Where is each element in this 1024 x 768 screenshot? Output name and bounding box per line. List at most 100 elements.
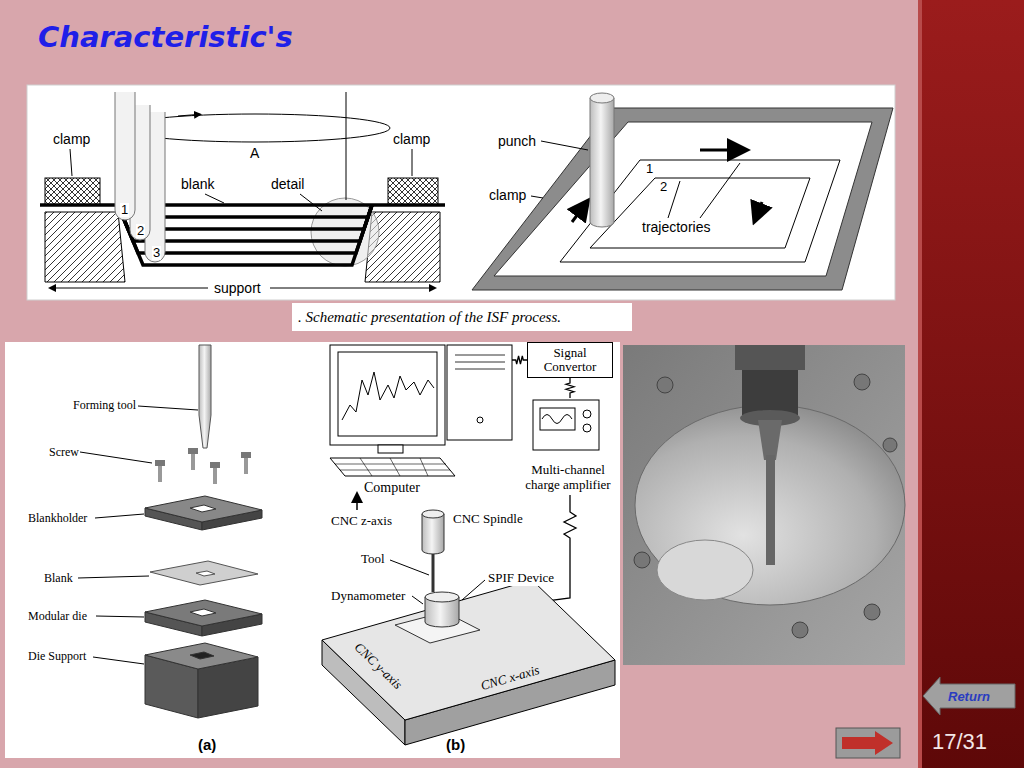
figure-panel (5, 342, 620, 758)
monitor-screen (338, 352, 437, 436)
cnc-table (322, 580, 615, 745)
punch-top (590, 93, 614, 103)
part-label: Blankholder (27, 511, 88, 526)
clamp-frame (472, 108, 893, 290)
spindle-holder (742, 370, 798, 415)
node-text: Multi-channel charge amplifier (517, 462, 619, 492)
force-graph (342, 372, 434, 420)
node-text: Signal Convertor (532, 346, 608, 374)
cone-bottom (657, 540, 753, 600)
part-label: (b) (445, 736, 466, 753)
figure-caption: . Schematic presentation of the ISF proc… (292, 303, 632, 331)
next-button (836, 728, 900, 758)
computer-unit: Computer (328, 342, 512, 500)
part-label: 2 (136, 224, 145, 238)
part-label: Dynamometer (330, 588, 406, 604)
part-label: (a) (197, 736, 217, 753)
part-label: Modular die (27, 609, 88, 624)
amplifier-screen (540, 408, 575, 430)
blank-sheet (150, 561, 258, 585)
leader-lines (78, 406, 198, 664)
part-label: Tool (360, 551, 386, 567)
part-label: Screw (48, 445, 80, 460)
side-band (918, 0, 1024, 768)
die-support (145, 643, 258, 718)
part-label: CNC z-axis (330, 513, 393, 529)
isf-schematic (27, 85, 895, 300)
return-button: Return (922, 676, 1016, 716)
signal-convertor-box: Signal Convertor (527, 342, 613, 378)
fixture-bolts (634, 374, 897, 638)
amplifier-knob (583, 424, 591, 432)
part-label: Forming tool (72, 398, 137, 413)
part-label: blank (180, 176, 215, 192)
node-text: Computer (364, 480, 420, 496)
punch-tool (590, 98, 614, 227)
formed-cone (635, 405, 905, 605)
button-arrow (923, 677, 1015, 715)
slide-title: Characteristic's (38, 20, 293, 54)
part-label: 1 (645, 162, 654, 176)
blank-sheet (40, 205, 445, 265)
computer-tower (447, 345, 512, 440)
support-block (45, 212, 125, 282)
dynamometer-top (425, 592, 459, 602)
part-label: support (213, 280, 262, 296)
keyboard-keys (335, 458, 450, 476)
clamp-block (388, 178, 438, 205)
part-label: 17/31 (932, 729, 987, 755)
part-label: clamp (392, 131, 431, 147)
tool-position (115, 92, 135, 220)
drive-bays (455, 355, 505, 369)
signal-wire (512, 356, 527, 364)
spindle-chuck (735, 345, 805, 370)
tool-axis (346, 92, 347, 200)
leader-lines (50, 149, 435, 288)
modular-die (145, 600, 262, 636)
tool-collet (758, 420, 782, 460)
z-axis-arrow (356, 494, 358, 510)
part-label: SPIF Device (487, 570, 555, 586)
leader-lines (531, 141, 740, 218)
screws (155, 448, 251, 484)
process-photo (623, 345, 905, 665)
part-label: CNC Spindle (452, 511, 524, 527)
amplifier-knob (583, 410, 591, 418)
clamp-block (45, 178, 100, 205)
side-band-edge (918, 0, 922, 768)
part-label: 3 (152, 246, 161, 260)
part-label: Die Support (27, 649, 87, 664)
part-label: detail (270, 176, 305, 192)
power-button (477, 417, 483, 423)
charge-amplifier: Multi-channel charge amplifier (515, 398, 621, 494)
detail-circle (311, 198, 379, 266)
figure-panel (27, 85, 895, 300)
part-label: clamp (52, 131, 91, 147)
monitor-stand (378, 445, 403, 453)
signal-wire (566, 378, 574, 398)
part-label: 2 (659, 180, 668, 194)
blankholder (145, 496, 262, 530)
forming-tool (199, 345, 211, 448)
part-label: 1 (120, 203, 129, 217)
spif-measurement-setup (322, 345, 615, 745)
forming-tool (766, 455, 775, 565)
part-label: A (249, 145, 260, 161)
spindle-top (422, 510, 444, 518)
part-label: punch (497, 133, 537, 149)
amplifier-wave (542, 415, 572, 424)
part-label: trajectories (641, 219, 711, 235)
computer-monitor (330, 345, 445, 445)
keyboard (330, 458, 455, 476)
amplifier-box (533, 400, 599, 450)
node-text: Return (948, 689, 990, 704)
forming-tool (432, 554, 435, 592)
part-label: Blank (43, 571, 74, 586)
part-label: clamp (488, 187, 527, 203)
photo-ground (623, 345, 905, 665)
cnc-spindle (422, 514, 444, 554)
rotation-arrow (178, 114, 200, 116)
